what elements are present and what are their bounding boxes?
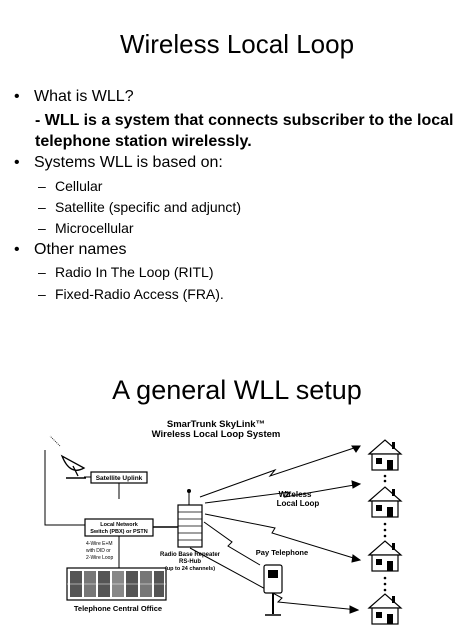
repeater-label-2: RS-Hub — [179, 559, 201, 565]
bullet-marker: • — [14, 241, 20, 258]
sub-item-text: Cellular — [55, 178, 103, 194]
dash-marker: – — [38, 199, 46, 215]
wll-label-1: Wireless — [279, 490, 312, 499]
loop-note-2: with DID or — [86, 548, 111, 554]
bullet-text: What is WLL? — [34, 88, 134, 105]
sub-item-text: Fixed-Radio Access (FRA). — [55, 286, 224, 302]
bullet-marker: • — [14, 88, 20, 105]
satellite-uplink-label: Satellite Uplink — [96, 475, 143, 482]
bullet-text: Other names — [34, 241, 127, 258]
local-network-label-2: Switch (PBX) or PSTN — [90, 529, 147, 535]
dash-marker: – — [38, 220, 46, 236]
wll-diagram: SmarTrunk SkyLink™ Wireless Local Loop S… — [44, 419, 403, 625]
central-office-racks — [66, 567, 167, 601]
sub-item: –Fixed-Radio Access (FRA). — [38, 286, 224, 302]
pay-telephone-label: Pay Telephone — [256, 548, 308, 557]
bullet-marker: • — [14, 154, 20, 171]
house-icon — [367, 593, 403, 625]
sub-item-text: Radio In The Loop (RITL) — [55, 264, 214, 280]
dash-marker: – — [38, 264, 46, 280]
definition-line-1: - WLL is a system that connects subscrib… — [35, 112, 454, 129]
radio-repeater-icon — [177, 489, 203, 548]
house-icon — [367, 439, 403, 471]
bullet-what-is-wll: • What is WLL? — [14, 88, 134, 106]
bullet-other-names: • Other names — [14, 241, 126, 259]
dash-marker: – — [38, 286, 46, 302]
dash-marker: – — [38, 178, 46, 194]
pay-telephone-icon — [263, 564, 283, 616]
sub-item: –Radio In The Loop (RITL) — [38, 264, 214, 280]
house-icon — [367, 486, 403, 518]
sub-item: –Microcellular — [38, 220, 134, 236]
sub-item: –Satellite (specific and adjunct) — [38, 199, 241, 215]
diagram-title-line-2: Wireless Local Loop System — [152, 429, 281, 440]
central-office-label: Telephone Central Office — [74, 604, 162, 613]
repeater-label-1: Radio Base Repeater — [160, 552, 221, 558]
wll-definition: - WLL is a system that connects subscrib… — [35, 110, 453, 152]
more-houses-dots — [383, 474, 387, 592]
radio-link-bolts — [189, 445, 362, 614]
loop-note-1: 4-Wire E+M — [86, 541, 113, 547]
repeater-label-3: (up to 24 channels) — [165, 566, 215, 572]
diagram-title-line-1: SmarTrunk SkyLink™ — [167, 419, 265, 430]
bullet-text: Systems WLL is based on: — [34, 154, 223, 171]
house-icon — [367, 540, 403, 572]
slide-title-2: A general WLL setup — [112, 375, 362, 405]
sub-item-text: Microcellular — [55, 220, 134, 236]
definition-line-2: telephone station wirelessly. — [35, 133, 252, 150]
loop-note-3: 2-Wire Loop — [86, 555, 113, 561]
bullet-systems: • Systems WLL is based on: — [14, 154, 223, 172]
sub-item-text: Satellite (specific and adjunct) — [55, 199, 241, 215]
slide-title: Wireless Local Loop — [119, 29, 355, 59]
sub-item: –Cellular — [38, 178, 102, 194]
wll-label-2: Local Loop — [277, 499, 320, 508]
satellite-dish-icon — [49, 435, 86, 479]
local-network-label-1: Local Network — [100, 522, 139, 528]
